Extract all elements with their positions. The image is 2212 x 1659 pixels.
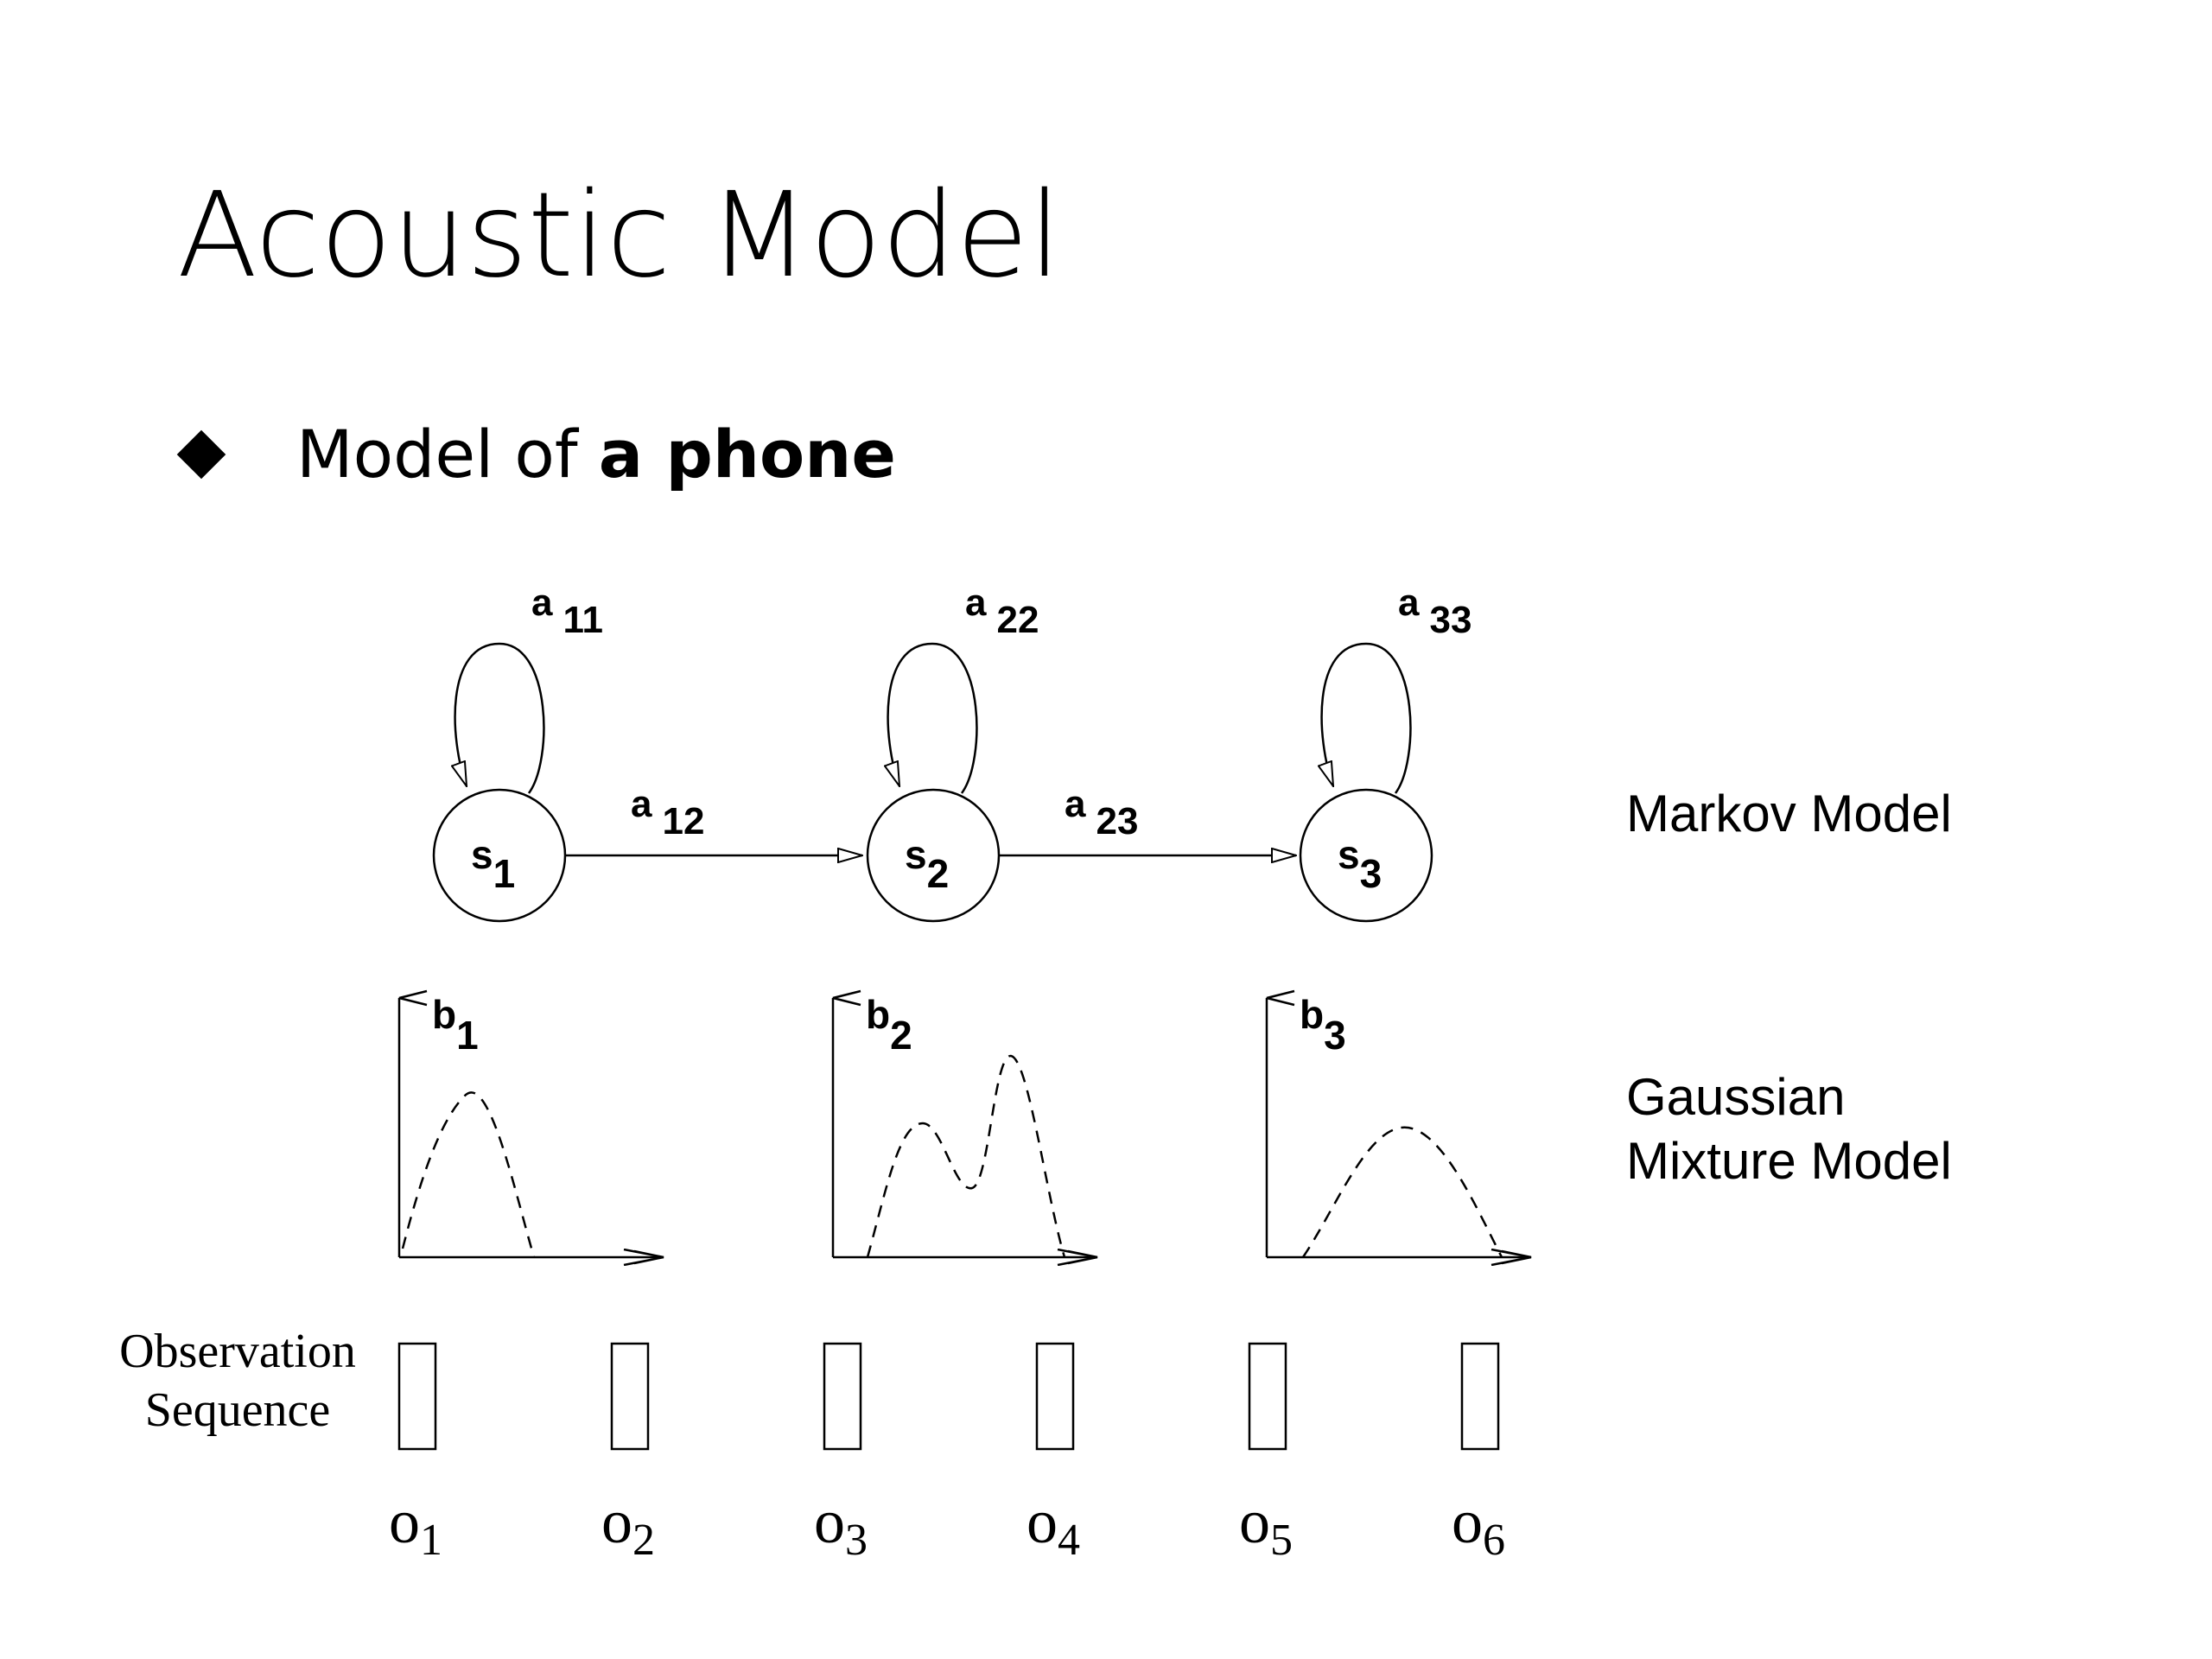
slide-title: Acoustic Model [177,168,1062,304]
self-loop-s1 [455,642,545,794]
density-plot-b3: b3 [1265,989,1531,1258]
bullet-text-bold: a phone [598,416,896,493]
observation-frame-o2 [610,1342,650,1451]
observation-label-o4: o4 [1027,1487,1080,1565]
observation-label-o2: o2 [601,1487,655,1565]
density-plot-b1: b1 [397,989,664,1258]
bullet-text-regular: Model of [296,416,599,493]
observation-frame-o1 [397,1342,437,1451]
state-circle-s2 [866,788,1001,923]
state-label-s1: s1 [471,832,515,896]
observation-label-o5: o5 [1239,1487,1293,1565]
bullet-text: Model of a phone [296,422,896,487]
observation-frame-o5 [1248,1342,1287,1451]
gmm-label: Gaussian Mixture Model [1626,1065,1952,1193]
density-curve-b1 [401,1091,536,1258]
observation-label-o6: o6 [1452,1487,1505,1565]
density-label-b1: b1 [432,992,479,1058]
self-loop-s2 [888,642,978,794]
state-label-s2: s2 [905,832,949,896]
obs-label-line2: Sequence [144,1383,331,1437]
observation-frame-o3 [823,1342,862,1451]
observation-frame-o4 [1035,1342,1075,1451]
obs-label-line1: Observation [119,1325,356,1378]
density-plot-b2: b2 [831,989,1097,1258]
density-curve-b3 [1301,1126,1503,1258]
self-loop-s3 [1322,642,1412,794]
observation-label-o1: o1 [389,1487,442,1565]
density-label-b3: b3 [1300,992,1346,1058]
state-circle-s1 [432,788,567,923]
observation-label-o3: o3 [814,1487,868,1565]
markov-model-label: Markov Model [1626,785,1952,842]
density-label-b2: b2 [866,992,912,1058]
observation-frame-o6 [1460,1342,1500,1451]
density-curve-b2 [866,1054,1066,1258]
bullet-item: Model of a phone [176,422,896,487]
gmm-label-line1: Gaussian [1626,1068,1846,1126]
gmm-label-line2: Mixture Model [1626,1132,1952,1190]
state-circle-s3 [1299,788,1433,923]
state-label-s3: s3 [1338,832,1382,896]
observation-sequence-label: Observation Sequence [95,1322,380,1440]
